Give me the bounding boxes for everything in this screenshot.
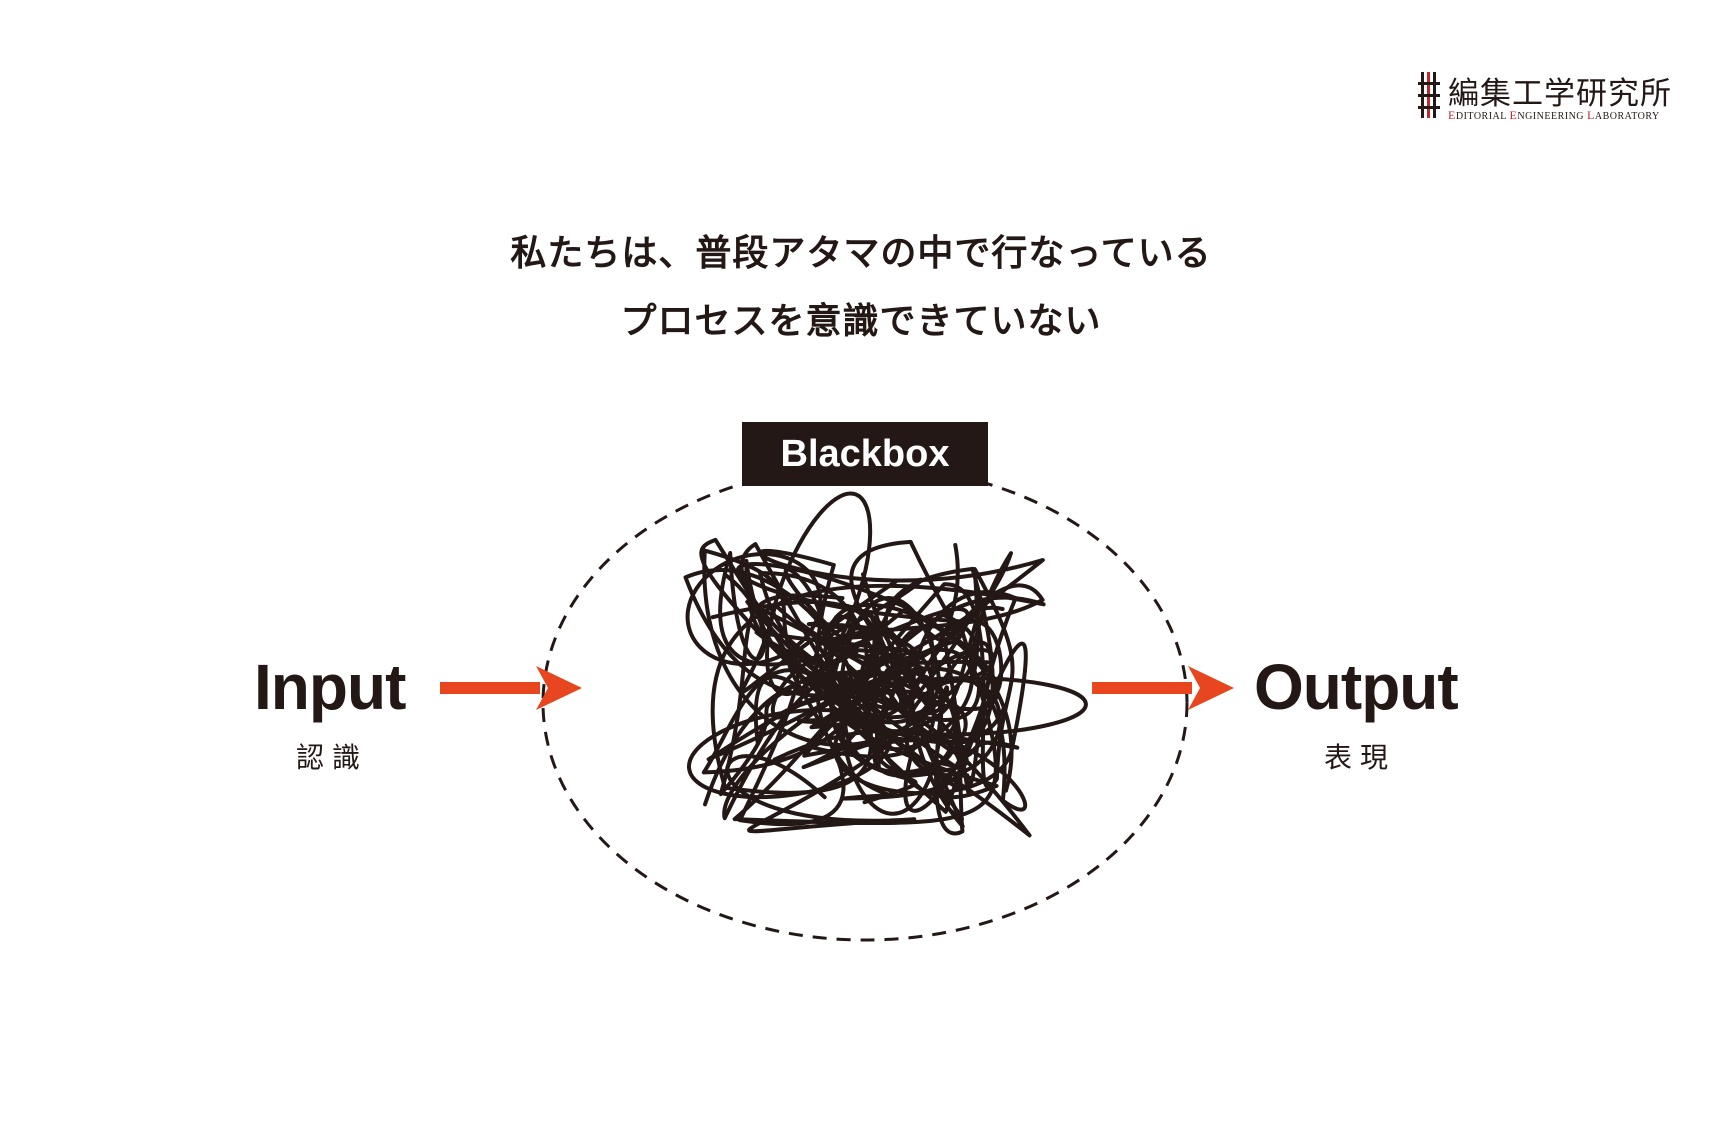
tangle-stroke — [701, 666, 1028, 834]
tangle-loop — [903, 640, 993, 813]
logo-en-cap: E — [1509, 108, 1518, 122]
logo-en-word: NGINEERING — [1517, 111, 1588, 122]
tangle-scribble — [683, 491, 1088, 838]
tangle-stroke — [737, 548, 1045, 827]
tangle-stroke — [718, 551, 1045, 805]
output-label: Output — [1254, 651, 1459, 723]
blackbox-label: Blackbox — [742, 422, 988, 486]
input-arrow — [440, 666, 582, 710]
tangle-loop — [838, 596, 944, 816]
tangle-loop — [827, 630, 935, 725]
headline-line-2: プロセスを意識できていない — [620, 301, 1102, 342]
headline-line-1: 私たちは、普段アタマの中で行なっている — [510, 233, 1212, 274]
tangle-stroke — [718, 567, 942, 797]
output-arrow — [1092, 666, 1234, 710]
tangle-loop — [864, 678, 958, 776]
logo-name-en: EDITORIAL ENGINEERING LABORATORY — [1448, 108, 1696, 123]
logo-en-cap: E — [1448, 108, 1456, 122]
tangle-loop — [685, 552, 823, 667]
logo: 編集工学研究所 EDITORIAL ENGINEERING LABORATORY — [1418, 70, 1698, 122]
logo-name-jp: 編集工学研究所 — [1448, 76, 1672, 112]
input-label: Input — [254, 651, 406, 723]
input-sublabel: 認識 — [296, 741, 369, 774]
logo-mark-icon — [1418, 72, 1440, 118]
tangle-loop — [765, 491, 873, 697]
tangle-loop — [686, 708, 893, 800]
output-sublabel: 表現 — [1324, 741, 1397, 774]
tangle-loop — [863, 647, 974, 752]
logo-en-word: DITORIAL — [1455, 111, 1510, 122]
logo-en-cap: L — [1587, 108, 1595, 122]
logo-en-word: ABORATORY — [1594, 111, 1660, 122]
